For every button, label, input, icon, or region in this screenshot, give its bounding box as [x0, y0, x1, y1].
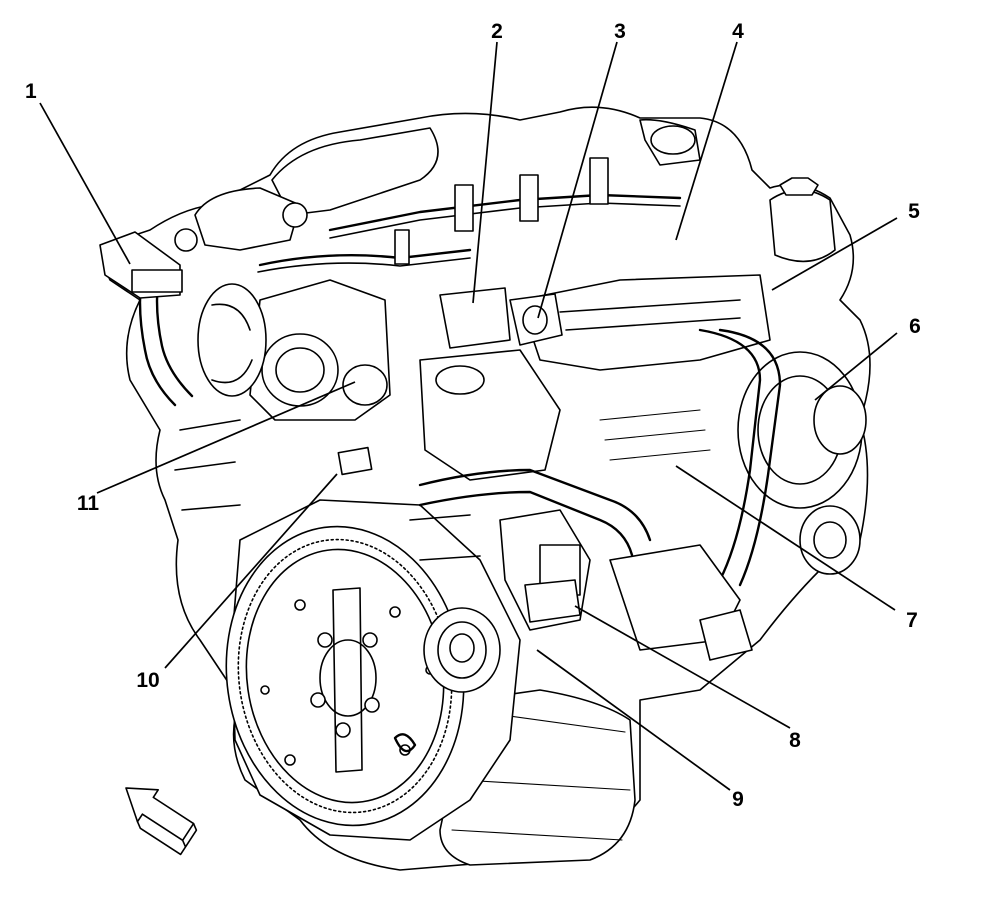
callout-7: 7 — [906, 609, 918, 632]
callout-1: 1 — [25, 80, 37, 103]
leader-11 — [96, 381, 356, 494]
callout-3: 3 — [614, 20, 626, 43]
callout-5: 5 — [908, 200, 920, 223]
leader-2 — [472, 41, 498, 304]
leader-1 — [39, 102, 131, 265]
callout-6: 6 — [909, 315, 921, 338]
callout-labels: 1 2 3 4 5 6 7 8 9 10 11 — [25, 20, 921, 811]
front-view-arrow-icon — [125, 787, 198, 856]
leader-7 — [675, 465, 896, 611]
leader-5 — [771, 217, 898, 291]
leader-9 — [536, 649, 731, 791]
callout-9: 9 — [732, 788, 744, 811]
flywheel — [225, 525, 465, 827]
leader-6 — [814, 332, 898, 401]
upper-engine — [99, 118, 867, 661]
leader-4 — [675, 41, 738, 241]
rear-seal — [423, 607, 501, 693]
callout-11: 11 — [77, 492, 100, 515]
callout-10: 10 — [136, 669, 159, 692]
callout-4: 4 — [732, 20, 744, 43]
leader-8 — [574, 605, 791, 729]
leader-10 — [164, 473, 338, 669]
leader-3 — [537, 41, 618, 319]
leader-lines — [39, 41, 898, 791]
callout-2: 2 — [491, 20, 503, 43]
callout-8: 8 — [789, 729, 801, 752]
